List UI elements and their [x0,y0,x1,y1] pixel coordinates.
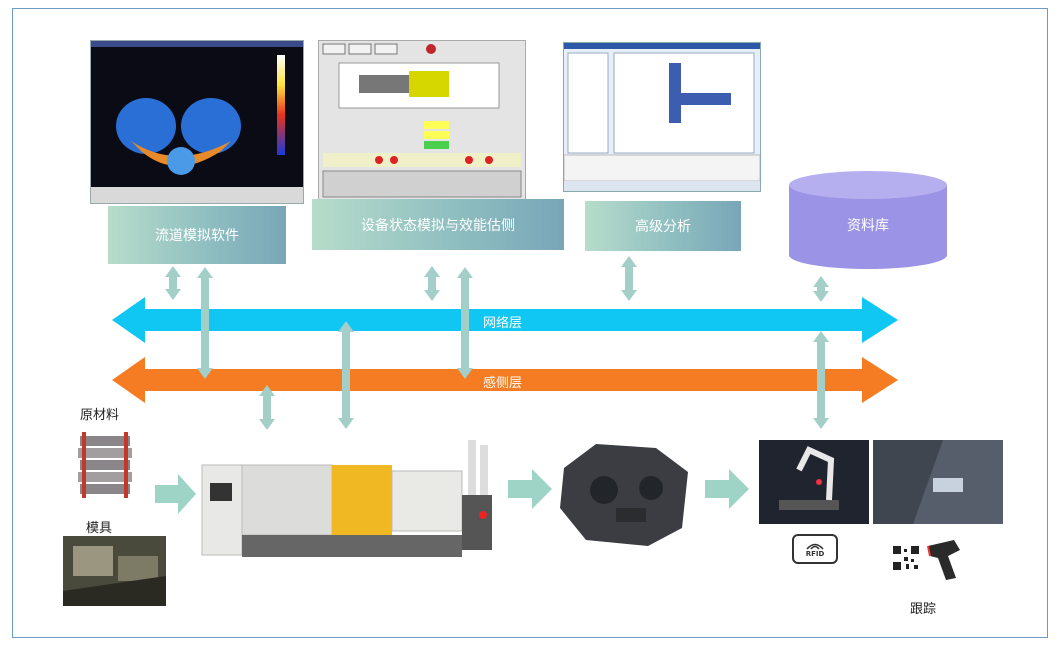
engine-block-casting-shape [560,444,688,546]
barcode-scanner-icon [926,538,972,582]
scanner-gun-shape [927,540,960,580]
runner-simulation-image [91,41,303,203]
ingot-stack-icon [78,432,132,498]
marking-closeup-image [873,440,1003,524]
equipment-hmi-screenshot [318,40,526,202]
raw-material-label: 原材料 [80,408,120,423]
runner-simulation-screenshot [90,40,304,204]
robot-inspection-image [759,440,869,524]
tracking-label: 跟踪 [910,602,937,617]
mold-label: 模具 [86,521,113,536]
equipment-simulation-box: 设备状态模拟与效能估侧 [312,199,564,250]
raw-material-ingots-image [76,430,134,502]
laser-marking-shape [873,440,1003,524]
mold-photo-shape [63,536,166,606]
rfid-icon: RFID [792,534,838,564]
sensing-layer-label: 感侧层 [483,376,523,391]
mold-image [63,536,166,606]
equipment-simulation-label: 设备状态模拟与效能估侧 [361,217,515,234]
database-label-wrap: 资料库 [789,205,947,245]
advanced-analysis-image [564,43,760,191]
advanced-analysis-box: 高级分析 [585,201,741,251]
diagram-frame [12,8,1048,638]
rfid-label: RFID [805,550,825,558]
qr-code-icon [892,545,920,571]
casting-part-image [556,438,696,550]
die-casting-machine-shape [201,440,492,557]
runner-simulation-software-box: 流道模拟软件 [108,206,286,264]
qr-code-shape [892,545,920,571]
equipment-hmi-image [322,43,522,198]
advanced-analysis-screenshot [563,42,761,192]
die-casting-machine-image [200,435,505,563]
wireless-signal-icon [806,543,824,550]
runner-simulation-label: 流道模拟软件 [155,228,239,244]
advanced-analysis-label: 高级分析 [635,219,691,235]
robot-arm-shape [759,440,869,524]
network-layer-label: 网络层 [483,316,523,331]
database-label: 资料库 [847,218,889,234]
